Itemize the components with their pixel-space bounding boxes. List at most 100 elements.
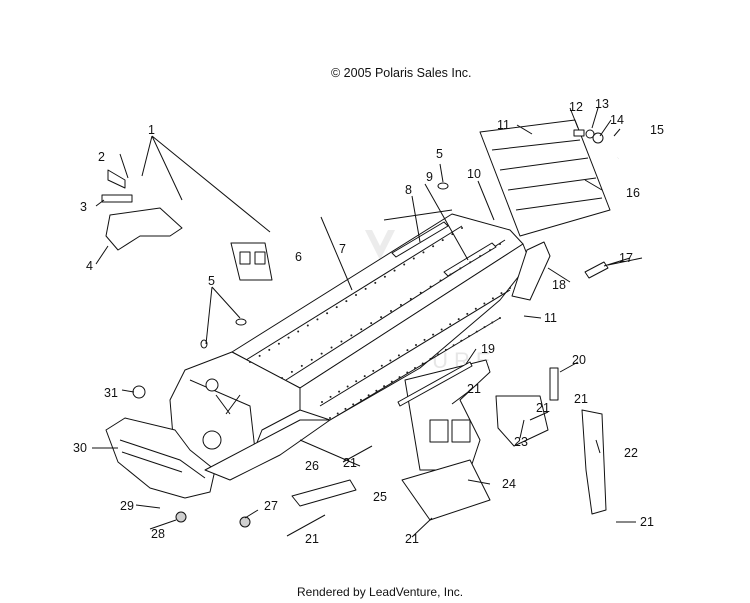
rivet-dot bbox=[249, 361, 251, 363]
snow-flap-16 bbox=[479, 119, 611, 237]
plate-25 bbox=[291, 479, 357, 507]
rivet-dot bbox=[383, 385, 386, 388]
rivet-dot bbox=[440, 328, 443, 331]
rivet-dot bbox=[397, 354, 400, 357]
rivet-dot bbox=[421, 362, 424, 365]
rivet-dot bbox=[258, 354, 261, 357]
rivet-dot bbox=[412, 257, 415, 260]
rivet-dot bbox=[466, 312, 469, 315]
callout-22: 22 bbox=[624, 446, 638, 460]
callout-29: 29 bbox=[120, 499, 134, 513]
rivet-dot bbox=[479, 255, 482, 258]
rivet-dot bbox=[364, 287, 367, 290]
bracket-4 bbox=[105, 207, 183, 251]
rivet-dot bbox=[310, 358, 313, 361]
rivet-dot bbox=[370, 322, 373, 325]
callout-11-top: 11 bbox=[497, 118, 510, 132]
washer-13 bbox=[585, 129, 595, 139]
plate-3 bbox=[101, 194, 133, 203]
rivet-dot bbox=[403, 263, 406, 266]
callout-28: 28 bbox=[151, 527, 165, 541]
rivet-dot bbox=[338, 390, 341, 393]
callout-24: 24 bbox=[502, 477, 516, 491]
rivet-dot bbox=[483, 302, 486, 305]
side-rail bbox=[319, 289, 511, 407]
footrest-24 bbox=[401, 459, 491, 521]
rivet-dot bbox=[306, 324, 309, 327]
rivet-dot bbox=[415, 344, 417, 346]
rivet-dot bbox=[360, 328, 363, 331]
rivet-dot bbox=[468, 335, 471, 338]
front-nose-30 bbox=[105, 417, 216, 499]
rivet-dot bbox=[300, 364, 303, 367]
callout-18: 18 bbox=[552, 278, 566, 292]
rivet-dot bbox=[429, 357, 432, 360]
callout-3: 3 bbox=[80, 200, 87, 214]
rivet-dot bbox=[414, 367, 416, 369]
rear-bumper-inner bbox=[533, 38, 692, 160]
callout-2: 2 bbox=[98, 150, 105, 164]
leader-lines bbox=[92, 107, 643, 538]
rivet-dot bbox=[390, 310, 392, 312]
callout-11-mid: 11 bbox=[544, 311, 557, 325]
bolt-20 bbox=[549, 367, 559, 401]
nose-edge bbox=[119, 439, 206, 479]
rivet-dot bbox=[406, 349, 409, 352]
rivet-dot bbox=[329, 395, 332, 398]
rivet-dot bbox=[437, 353, 440, 356]
rivet-dot bbox=[374, 281, 377, 284]
callout-21-a: 21 bbox=[467, 382, 481, 396]
watermark-logo-icon bbox=[365, 230, 395, 260]
rivet-dot bbox=[346, 385, 349, 388]
rivet-dot bbox=[393, 269, 396, 272]
rivet-dot bbox=[344, 407, 347, 410]
rivet-dot bbox=[459, 267, 462, 270]
bulkhead-brace bbox=[215, 394, 241, 415]
rivet-dot bbox=[281, 377, 283, 379]
rivet-dot bbox=[491, 297, 494, 300]
rivet-dot bbox=[277, 342, 280, 345]
rivet-dot bbox=[441, 239, 444, 242]
snow-flap-ribs bbox=[491, 139, 603, 211]
rivet-dot bbox=[390, 380, 393, 383]
callout-21-c: 21 bbox=[343, 456, 357, 470]
tunnel-side-wall bbox=[299, 243, 531, 421]
strip-19 bbox=[397, 361, 473, 407]
callout-5-front: 5 bbox=[208, 274, 215, 288]
callout-21-g: 21 bbox=[536, 401, 550, 415]
rivet-dot bbox=[320, 352, 323, 355]
rivet-dot bbox=[422, 251, 425, 254]
rivet-dot bbox=[329, 417, 331, 419]
callout-21-d: 21 bbox=[305, 532, 319, 546]
chassis-tunnel bbox=[105, 209, 531, 499]
rivet-dots bbox=[249, 227, 511, 419]
rivet-dot bbox=[499, 317, 501, 319]
callout-31: 31 bbox=[104, 386, 118, 400]
cover-6-window bbox=[254, 251, 266, 265]
running-board-22 bbox=[581, 409, 607, 515]
rivet-dot bbox=[474, 307, 477, 310]
rivet-dot bbox=[359, 398, 362, 401]
rivet-dot bbox=[483, 326, 486, 329]
side-panel-window bbox=[451, 419, 471, 443]
callout-6: 6 bbox=[295, 250, 302, 264]
rivet-dot bbox=[321, 401, 323, 403]
rivet-dot bbox=[355, 380, 358, 383]
rivet-dot bbox=[316, 318, 319, 321]
side-panel-window bbox=[429, 419, 449, 443]
callout-9: 9 bbox=[426, 170, 433, 184]
plug-5 bbox=[437, 182, 449, 190]
cover-6 bbox=[230, 242, 273, 281]
belly-pan bbox=[204, 419, 331, 481]
callout-19: 19 bbox=[481, 342, 495, 356]
callout-numbers: 1 2 3 4 5 5 6 7 8 9 10 11 11 12 13 14 15… bbox=[73, 97, 664, 546]
callout-8: 8 bbox=[405, 183, 412, 197]
copyright-notice: © 2005 Polaris Sales Inc. bbox=[331, 66, 472, 80]
rivet-dot bbox=[355, 294, 357, 296]
plug-27 bbox=[239, 516, 251, 528]
rivet-dot bbox=[330, 346, 333, 349]
rivet-dot bbox=[500, 292, 503, 295]
callout-17: 17 bbox=[619, 251, 633, 265]
bulkhead-hole bbox=[202, 430, 222, 450]
rivet-dot bbox=[326, 312, 329, 315]
